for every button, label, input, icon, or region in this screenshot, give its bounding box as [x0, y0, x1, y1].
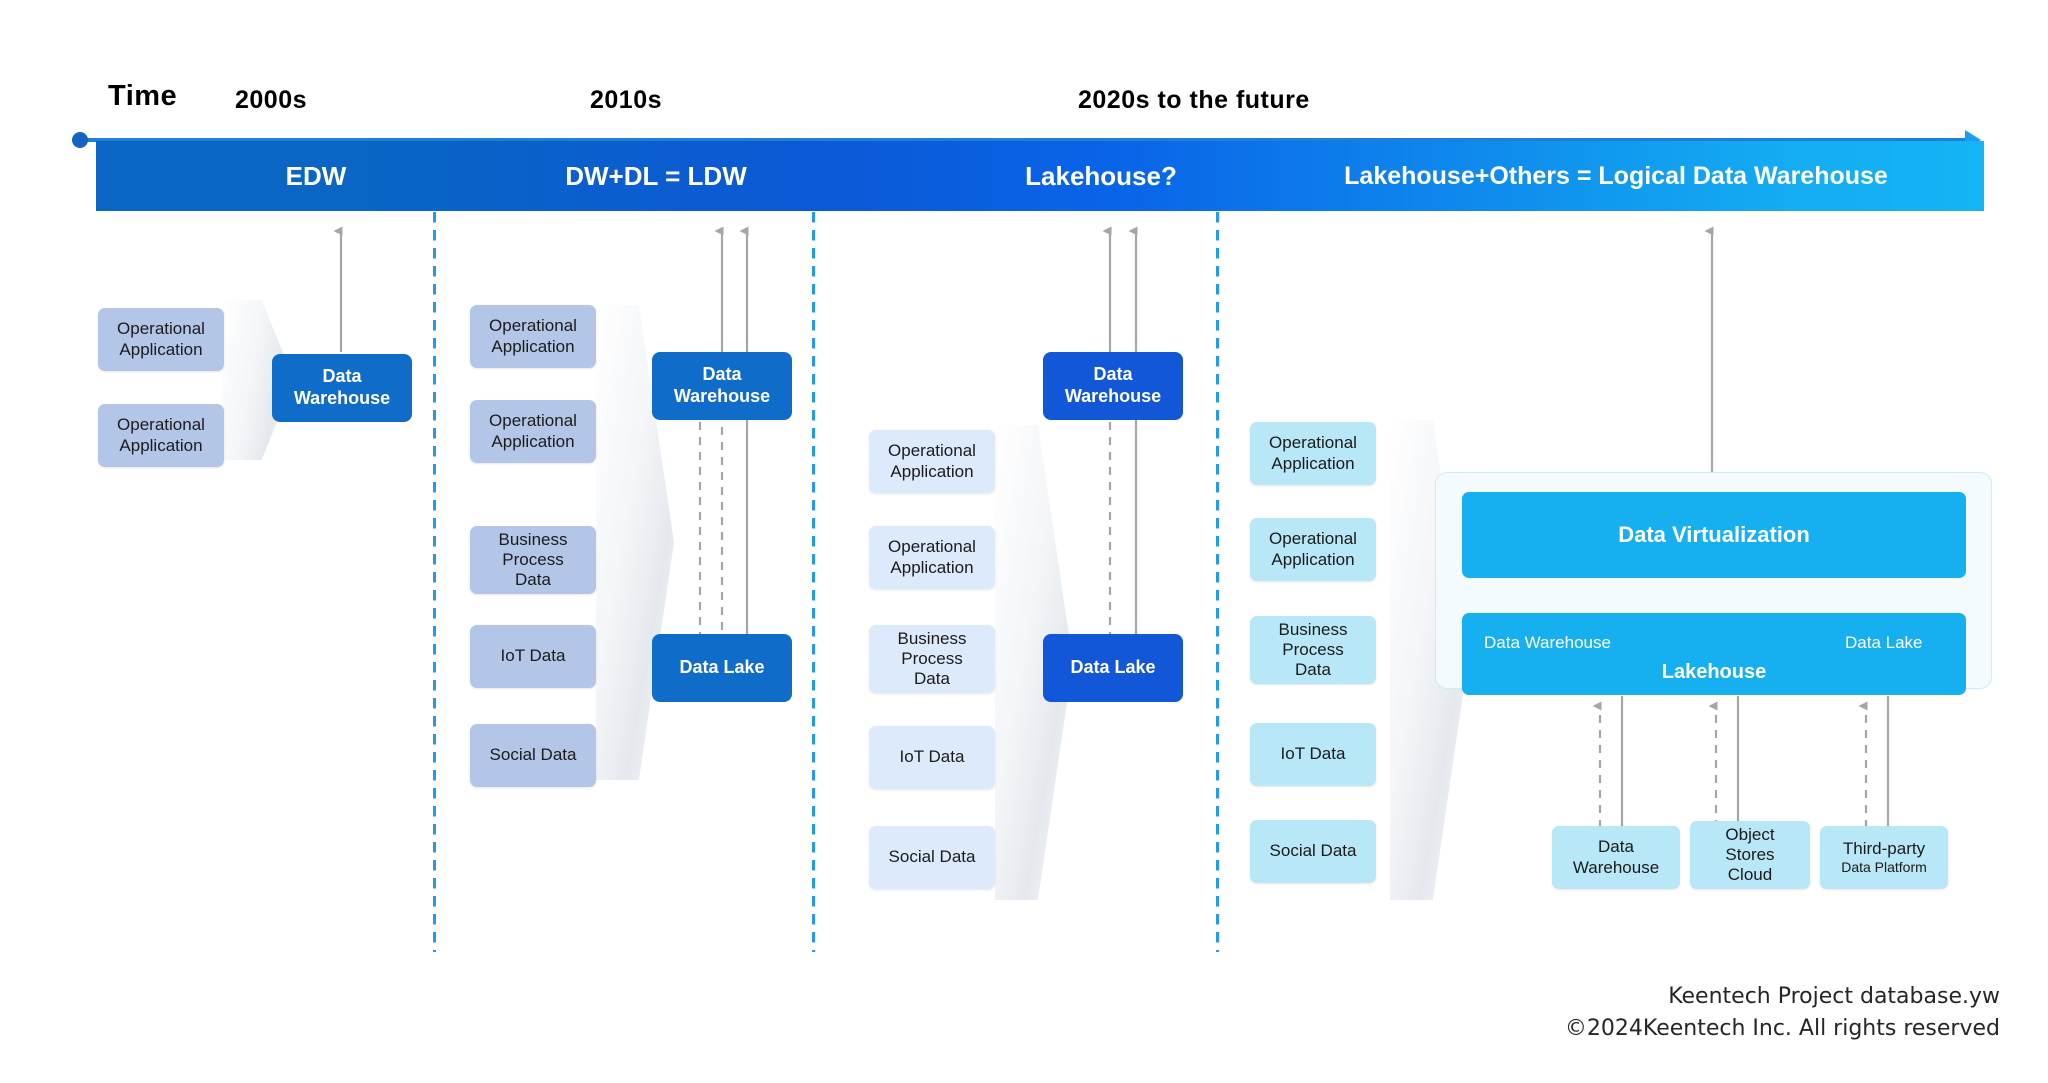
footer-line-1: Keentech Project database.yw: [1668, 984, 2000, 1010]
node-data-lake[interactable]: Data Lake: [1043, 634, 1183, 702]
era-gradient-band: EDW DW+DL = LDW Lakehouse? Lakehouse+Oth…: [96, 141, 1984, 211]
timeline-axis-line: [78, 138, 1978, 142]
source-box-iot-data[interactable]: IoT Data: [470, 625, 596, 688]
band-title-edw: EDW: [285, 161, 347, 191]
timeline-start-dot-icon: [72, 132, 88, 148]
source-box-iot-data[interactable]: IoT Data: [1250, 723, 1376, 786]
time-axis-label: Time: [108, 80, 178, 112]
footer: Keentech Project database.yw ©2024Keente…: [1565, 981, 2000, 1045]
era-label-2000s: 2000s: [235, 86, 308, 114]
column-separator-3: [1216, 212, 1219, 952]
source-box-social-data[interactable]: Social Data: [470, 724, 596, 787]
band-title-lakehouse: Lakehouse?: [1025, 161, 1177, 191]
source-box-social-data[interactable]: Social Data: [1250, 820, 1376, 883]
lakehouse-title: Lakehouse: [1661, 661, 1767, 683]
node-lakehouse[interactable]: [1462, 613, 1966, 695]
source-box-iot-data[interactable]: IoT Data: [869, 726, 995, 789]
footer-line-2: ©2024Keentech Inc. All rights reserved: [1564, 1016, 2000, 1042]
third-party-subtitle: Data Platform: [1841, 859, 1927, 876]
node-data-lake[interactable]: Data Lake: [652, 634, 792, 702]
column-separator-1: [433, 212, 436, 952]
bottom-source-third-party-data-platform[interactable]: Third-party Data Platform: [1820, 826, 1948, 889]
lakehouse-data-lake-label: Data Lake: [1845, 633, 1923, 652]
band-title-logical-dw: Lakehouse+Others = Logical Data Warehous…: [1344, 162, 1888, 190]
column-separator-2: [812, 212, 815, 952]
lakehouse-data-warehouse-label: Data Warehouse: [1484, 633, 1611, 652]
band-title-ldw: DW+DL = LDW: [565, 161, 747, 191]
third-party-title: Third-party: [1842, 839, 1926, 859]
node-data-virtualization[interactable]: Data Virtualization: [1462, 492, 1966, 578]
source-box-social-data[interactable]: Social Data: [869, 826, 995, 889]
era-label-2010s: 2010s: [590, 86, 663, 114]
era-label-2020s-future: 2020s to the future: [1078, 86, 1310, 114]
